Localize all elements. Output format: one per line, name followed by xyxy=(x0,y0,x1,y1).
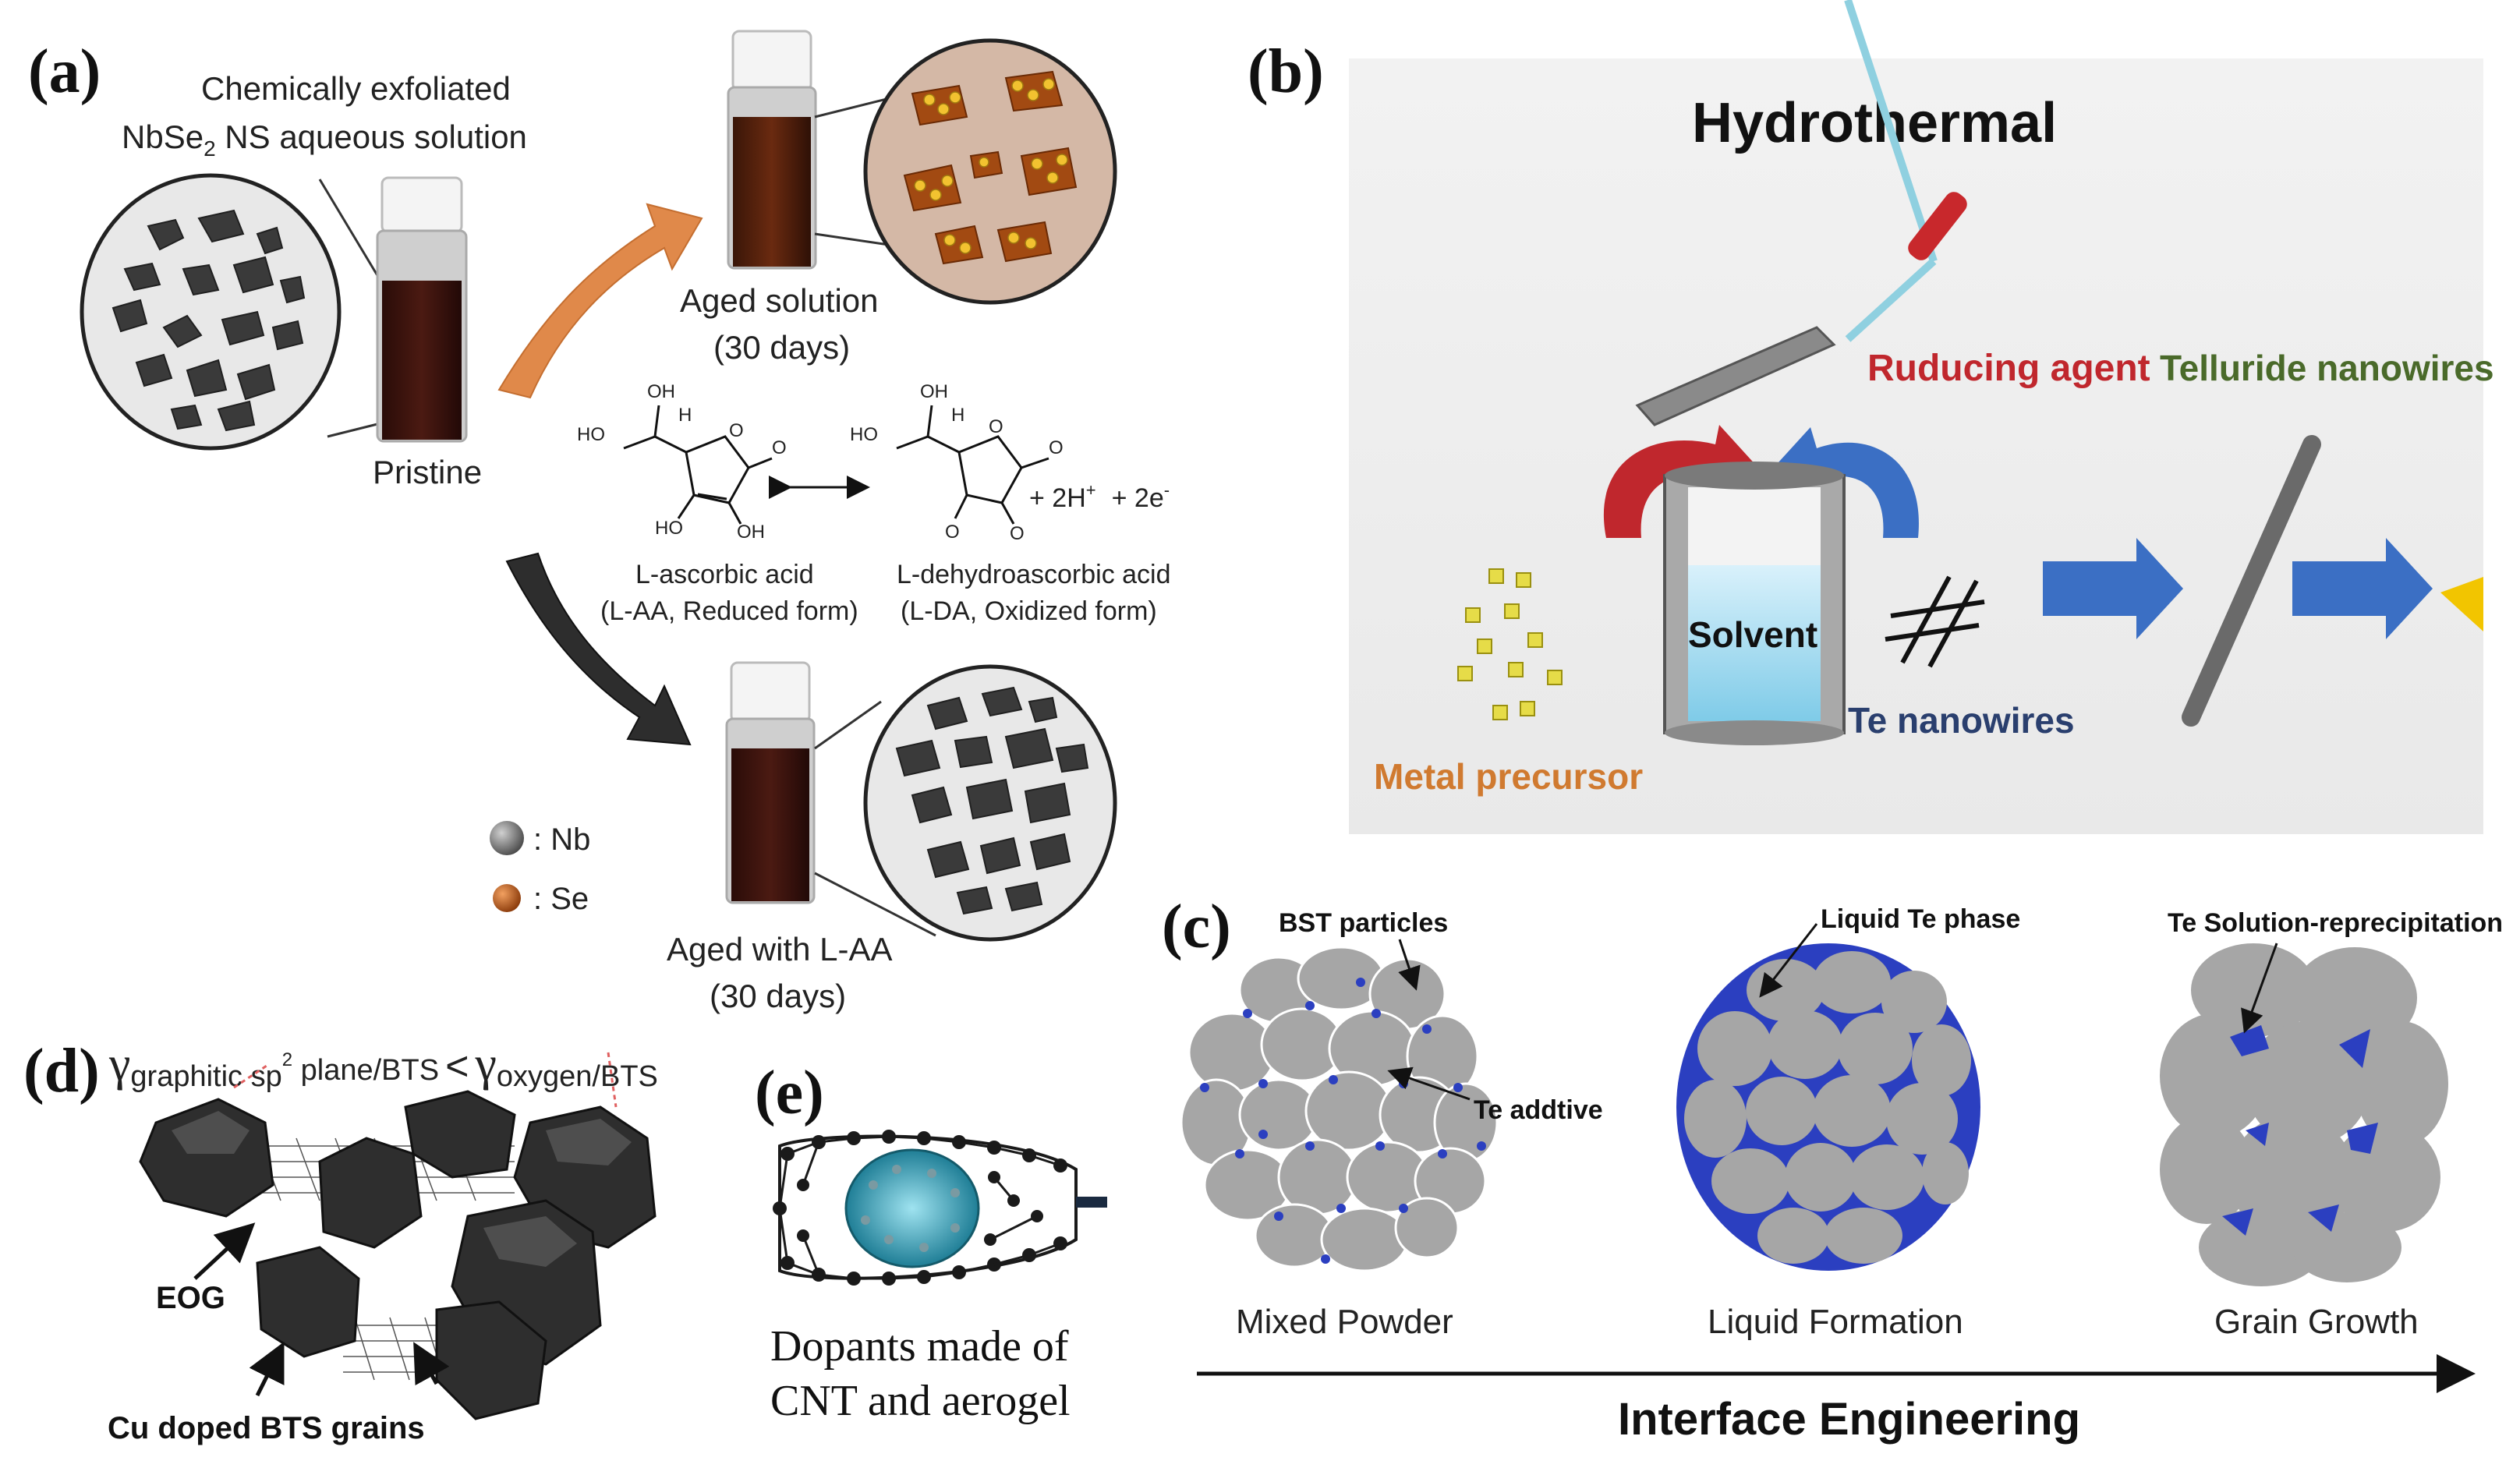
surface-energy-relation: γgraphitic sp2 plane/BTS<γoxygen/BTS xyxy=(108,1038,658,1093)
aged-vial xyxy=(727,30,817,270)
te-nanowires-icon xyxy=(1885,575,1985,668)
aged-label-line1: Aged solution xyxy=(680,282,879,319)
panel-a-label: (a) xyxy=(28,37,101,106)
se-legend-label: : Se xyxy=(533,882,589,916)
reaction-products: + 2H++ 2e- xyxy=(1029,480,1170,513)
pristine-vial xyxy=(376,176,468,443)
grain-pointer-1 xyxy=(249,1342,285,1397)
lda-h: H xyxy=(951,405,964,426)
panel-b-background xyxy=(1349,58,2483,834)
panel-a: (a) Chemically exfoliated NbSe2 NS aqueo… xyxy=(28,30,1171,1014)
autoclave-lid xyxy=(1635,326,1836,426)
panel-c-label: (c) xyxy=(1162,893,1231,961)
liquid-te-label: Liquid Te phase xyxy=(1821,904,2020,934)
lda-oh-top: OH xyxy=(920,381,948,402)
panel-e-caption-line2: CNT and aerogel xyxy=(770,1377,1071,1425)
eog-pointer xyxy=(193,1222,256,1280)
pristine-nanosheet-circle xyxy=(80,173,391,451)
strike-mark-2 xyxy=(607,1052,618,1108)
l-dehydroascorbic-acid-structure xyxy=(896,405,1049,525)
panel-e-label: (e) xyxy=(755,1059,824,1127)
lda-o-ring: O xyxy=(989,416,1003,437)
liquid-formation-label: Liquid Formation xyxy=(1708,1303,1963,1341)
lda-o-carbonyl: O xyxy=(1049,437,1064,458)
telluride-nanowires-label: Telluride nanowires xyxy=(2160,348,2494,388)
grain-highlights xyxy=(172,1111,632,1267)
bst-pointer xyxy=(1398,939,1421,991)
red-flow-arrow xyxy=(1603,425,1758,538)
te-additive-dots xyxy=(1200,978,1486,1264)
lda-o-bottom-right: O xyxy=(1010,523,1025,544)
process-arrow-1 xyxy=(2043,538,2183,639)
laa-ho-left: HO xyxy=(577,424,605,445)
laa-oh-top: OH xyxy=(647,381,675,402)
pristine-label: Pristine xyxy=(373,454,482,490)
panel-b: (b) Hydrothermal Ruducing agent Tellurid… xyxy=(1248,0,2494,834)
aged-laa-label-line2: (30 days) xyxy=(710,978,846,1014)
metal-precursor-label: Metal precursor xyxy=(1374,756,1643,797)
mixed-powder-cluster xyxy=(1180,946,1499,1272)
telluride-nanowire-rod xyxy=(2182,435,2321,727)
se-legend-ball xyxy=(493,884,521,912)
aged-laa-label-line1: Aged with L-AA xyxy=(667,931,893,967)
aging-arrow-up xyxy=(497,203,703,399)
laa-h: H xyxy=(678,405,692,426)
grain-pointer-2 xyxy=(413,1342,450,1386)
liquid-formation-cluster xyxy=(1676,943,1980,1271)
te-nanowires-label: Te nanowires xyxy=(1848,700,2075,741)
laa-o-carbonyl: O xyxy=(772,437,787,458)
grain-growth-label: Grain Growth xyxy=(2214,1303,2419,1341)
lda-form: (L-DA, Oxidized form) xyxy=(901,596,1157,626)
te-additive-label: Te addtive xyxy=(1474,1095,1603,1125)
panel-e: (e) Dopants made of CNT and aerogel xyxy=(755,1059,1107,1425)
panel-c: (c) BST particles Te addtive xyxy=(1162,893,2503,1445)
aged-laa-nanosheet-circle xyxy=(863,664,1117,942)
grain-growth-cluster xyxy=(2160,943,2448,1286)
laa-ho-bottom: HO xyxy=(655,518,683,539)
te-solution-pointer xyxy=(2241,943,2278,1034)
cnt-aerogel-illustration xyxy=(773,1130,1107,1286)
nb-legend-ball xyxy=(490,821,524,855)
laa-form: (L-AA, Reduced form) xyxy=(600,596,858,626)
aged-label-line2: (30 days) xyxy=(713,329,850,366)
aged-nanosheet-circle xyxy=(863,38,1117,305)
reducing-agent-label: Ruducing agent xyxy=(1867,348,2150,389)
panel-b-title: Hydrothermal xyxy=(1692,92,2057,154)
nb-legend-label: : Nb xyxy=(533,822,590,857)
lda-ho-left: HO xyxy=(850,424,878,445)
panel-b-label: (b) xyxy=(1248,37,1324,106)
panel-a-header-line1: Chemically exfoliated xyxy=(201,70,511,107)
bst-particles-label: BST particles xyxy=(1279,908,1448,938)
interface-axis-title: Interface Engineering xyxy=(1618,1394,2080,1445)
laa-o-ring: O xyxy=(729,420,744,441)
te-solution-label: Te Solution-reprecipitation xyxy=(2168,908,2503,938)
lda-name: L-dehydroascorbic acid xyxy=(897,560,1171,589)
liquid-te-pointer xyxy=(1759,923,1818,998)
mixed-powder-label: Mixed Powder xyxy=(1236,1303,1453,1341)
panel-d: (d) γgraphitic sp2 plane/BTS<γoxygen/BTS xyxy=(23,1037,658,1445)
te-additive-pointer xyxy=(1387,1066,1471,1101)
product-wedge xyxy=(2440,577,2483,631)
panel-d-label: (d) xyxy=(23,1037,100,1105)
lda-o-bottom-left: O xyxy=(945,522,960,543)
panel-a-header-line2: NbSe2 NS aqueous solution xyxy=(122,118,527,161)
bts-grains xyxy=(139,1090,657,1420)
metal-precursor-particles xyxy=(1457,568,1563,720)
l-ascorbic-acid-structure xyxy=(623,405,773,525)
laa-name: L-ascorbic acid xyxy=(635,560,814,589)
solvent-label: Solvent xyxy=(1688,614,1817,655)
aging-arrow-down xyxy=(505,552,692,746)
panel-e-caption-line1: Dopants made of xyxy=(770,1322,1069,1371)
aged-laa-vial xyxy=(725,661,816,904)
blue-flow-arrow xyxy=(1770,427,1919,538)
cu-doped-grains-label: Cu doped BTS grains xyxy=(108,1411,425,1445)
laa-oh-bottom: OH xyxy=(737,522,765,543)
strike-mark-1 xyxy=(233,1063,270,1089)
dropper-icon xyxy=(1844,0,1967,342)
autoclave-vessel xyxy=(1663,462,1846,745)
process-arrow-2 xyxy=(2292,538,2433,639)
eog-label: EOG xyxy=(156,1281,225,1315)
